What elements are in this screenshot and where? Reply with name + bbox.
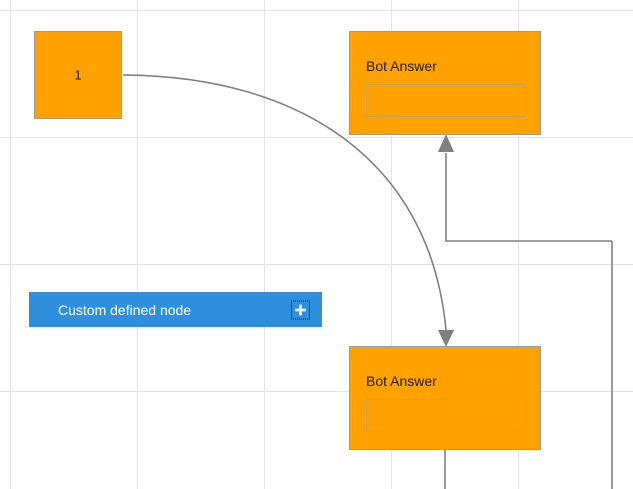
node-title: Bot Answer: [366, 58, 437, 74]
bot-answer-text-field[interactable]: [366, 399, 526, 432]
palette-item-custom-defined-node[interactable]: Custom defined node: [29, 292, 322, 327]
node-title: Bot Answer: [366, 373, 437, 389]
bot-answer-text-field[interactable]: [366, 84, 526, 117]
node-bot-answer-bottom[interactable]: Bot Answer: [349, 346, 541, 450]
plus-icon[interactable]: [291, 300, 310, 319]
node-bot-answer-top[interactable]: Bot Answer: [349, 31, 541, 135]
node-start[interactable]: 1: [34, 31, 122, 119]
palette-item-label: Custom defined node: [58, 301, 192, 318]
node-start-label: 1: [74, 67, 82, 83]
